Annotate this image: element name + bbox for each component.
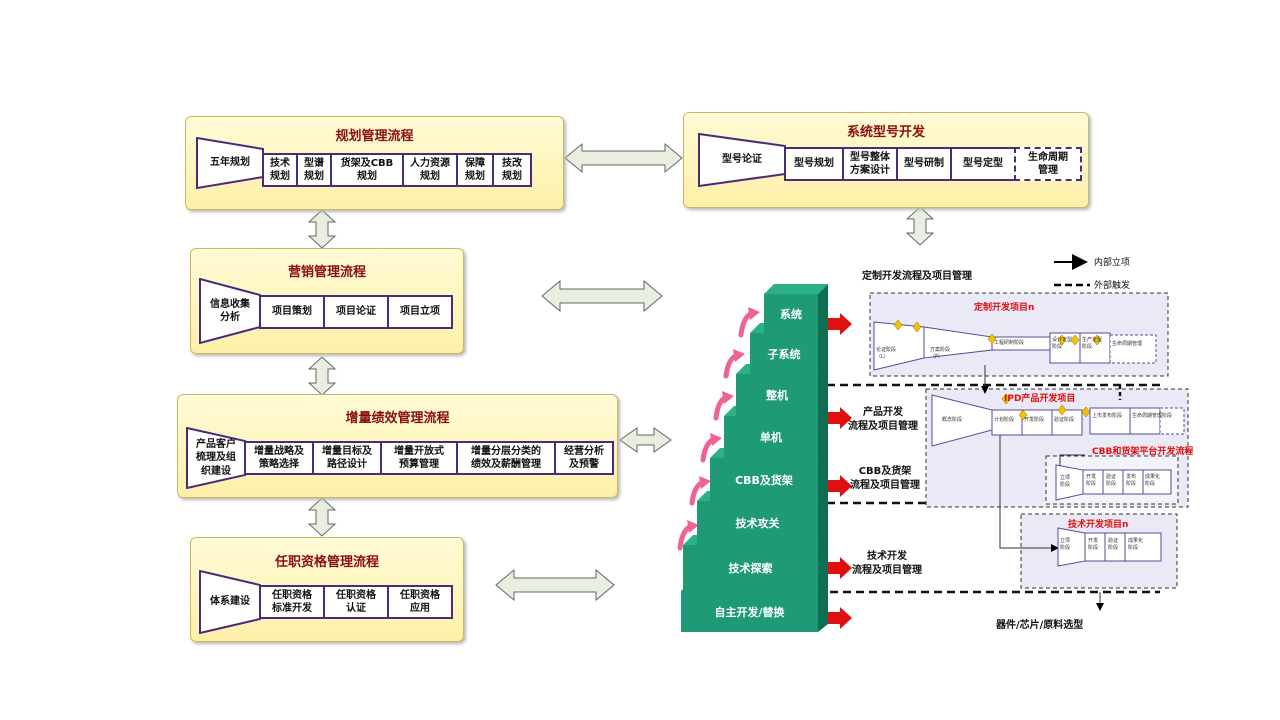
cbb-box-stage-3: 验证 阶段	[1106, 474, 1117, 487]
red-arrow-autonomous	[828, 607, 852, 629]
qualification-item-2: 任职资格 认证	[323, 585, 389, 619]
qualification-funnel: 体系建设	[199, 570, 261, 634]
double-arrow-marketing	[541, 279, 663, 313]
qualification-item-1: 任职资格 标准开发	[259, 585, 325, 619]
cbb-box-stage-4: 发布 阶段	[1126, 474, 1137, 487]
stack-step-7: 技术探索	[683, 545, 818, 591]
qualification-title: 任职资格管理流程	[274, 555, 379, 570]
ipd-box-stage-3: 开发阶段	[1024, 417, 1045, 423]
performance-item-4: 增量分层分类的 绩效及薪酬管理	[456, 441, 556, 475]
ipd-box-stage-1: 概念阶段	[942, 417, 963, 423]
performance-item-3: 增量开放式 预算管理	[380, 441, 458, 475]
ipd-box-stage-2: 计划阶段	[994, 417, 1015, 423]
qualification-panel: 任职资格管理流程 体系建设 任职资格 标准开发任职资格 认证任职资格 应用	[190, 537, 464, 642]
custom-label: 定制开发流程及项目管理	[862, 271, 972, 282]
red-arrow-product	[828, 407, 852, 429]
system-dev-item-3: 型号研制	[896, 147, 952, 181]
system-dev-panel: 系统型号开发 型号论证 型号规划型号整体 方案设计型号研制型号定型生命周期 管理	[683, 112, 1089, 208]
red-arrow-system	[828, 313, 852, 335]
tech-box-title: 技术开发项目n	[1068, 520, 1129, 530]
custom-box-stage-3: 工程研制阶段	[994, 340, 1025, 346]
system-dev-item-1: 型号规划	[784, 147, 844, 181]
performance-panel: 增量绩效管理流程 产品客户 梳理及组 织建设 增量战略及 策略选择增量目标及 路…	[177, 394, 618, 498]
planning-item-4: 人力资源 规划	[402, 153, 458, 187]
cbb-box-title: CBB和货架平台开发流程	[1092, 447, 1194, 457]
ipd-box-stage-4: 验证阶段	[1054, 417, 1075, 423]
components-label: 器件/芯片/原料选型	[996, 620, 1084, 631]
red-arrow-tech	[828, 557, 852, 579]
stack-step-5: CBB及货架	[710, 458, 818, 501]
performance-item-1: 增量战略及 策略选择	[244, 441, 314, 475]
custom-box-stage-5: 生产定型 阶段	[1082, 337, 1103, 350]
double-arrow-performance	[619, 427, 672, 453]
stack-step-2: 子系统	[750, 333, 818, 374]
stack-step-8: 自主开发/替换	[681, 591, 818, 632]
vertical-arrow-4	[905, 206, 935, 246]
tech-label: 技术开发 流程及项目管理	[852, 551, 922, 576]
planning-panel: 规划管理流程 五年规划 技术 规划型谱 规划货架及CBB 规划人力资源 规划保障…	[185, 116, 564, 210]
cbb-label: CBB及货架 流程及项目管理	[850, 466, 920, 491]
marketing-title: 营销管理流程	[287, 265, 366, 280]
planning-item-3: 货架及CBB 规划	[330, 153, 404, 187]
tech-box-stage-2: 开发 阶段	[1088, 538, 1099, 551]
custom-box-stage-4: 设计定型 阶段	[1052, 337, 1073, 350]
custom-box-title: 定制开发项目n	[974, 303, 1035, 313]
cbb-box-stage-2: 开发 阶段	[1086, 474, 1097, 487]
legend-external: 外部触发	[1094, 281, 1131, 291]
planning-item-5: 保障 规划	[456, 153, 494, 187]
marketing-funnel: 信息收集 分析	[199, 278, 261, 344]
stack-step-6: 技术攻关	[697, 501, 818, 545]
double-arrow-qualification	[495, 568, 615, 602]
cbb-box-stage-1: 立项 阶段	[1060, 475, 1071, 488]
stack-step-4: 单机	[724, 416, 818, 458]
red-arrow-cbb	[828, 475, 852, 497]
ipd-box-stage-5: 上市发布阶段	[1092, 413, 1123, 419]
planning-item-1: 技术 规划	[262, 153, 298, 187]
vertical-arrow-1	[307, 209, 337, 249]
product-label: 产品开发 流程及项目管理	[848, 407, 918, 432]
marketing-item-3: 项目立项	[387, 295, 453, 329]
performance-item-2: 增量目标及 路径设计	[312, 441, 382, 475]
ipd-box-title: IPD产品开发项目	[1004, 394, 1076, 404]
marketing-item-1: 项目策划	[259, 295, 325, 329]
system-dev-funnel: 型号论证	[698, 133, 786, 187]
stack-step-1: 系统	[764, 294, 818, 333]
stack-step-3: 整机	[736, 374, 818, 416]
ipd-box-stage-6: 生命周期管理阶段	[1132, 413, 1173, 419]
qualification-item-3: 任职资格 应用	[387, 585, 453, 619]
tech-box-stage-3: 验证 阶段	[1108, 538, 1119, 551]
planning-item-6: 技改 规划	[492, 153, 532, 187]
vertical-arrow-3	[307, 497, 337, 537]
planning-item-2: 型谱 规划	[296, 153, 332, 187]
tech-box-stage-4: 成果化 阶段	[1128, 538, 1144, 551]
system-dev-item-2: 型号整体 方案设计	[842, 147, 898, 181]
vertical-arrow-2	[307, 356, 337, 396]
performance-item-5: 经营分析 及预警	[554, 441, 614, 475]
marketing-item-2: 项目论证	[323, 295, 389, 329]
system-dev-item-last: 生命周期 管理	[1014, 147, 1082, 181]
custom-box-stage-1: 论证阶段 （L）	[876, 347, 897, 360]
performance-title: 增量绩效管理流程	[345, 411, 450, 426]
marketing-panel: 营销管理流程 信息收集 分析 项目策划项目论证项目立项	[190, 248, 464, 354]
planning-title: 规划管理流程	[335, 129, 414, 144]
double-arrow-top	[564, 142, 683, 174]
performance-funnel: 产品客户 梳理及组 织建设	[186, 427, 246, 489]
planning-funnel: 五年规划	[196, 137, 264, 189]
custom-box-stage-2: 方案阶段 （F）	[930, 347, 951, 360]
system-dev-title: 系统型号开发	[846, 125, 925, 140]
system-dev-item-4: 型号定型	[950, 147, 1016, 181]
custom-box-stage-6: 生命周期管理	[1112, 341, 1143, 347]
cbb-box-stage-5: 成果化 阶段	[1145, 474, 1161, 487]
tech-box-stage-1: 立项 阶段	[1060, 538, 1071, 551]
legend-internal: 内部立项	[1094, 258, 1131, 268]
